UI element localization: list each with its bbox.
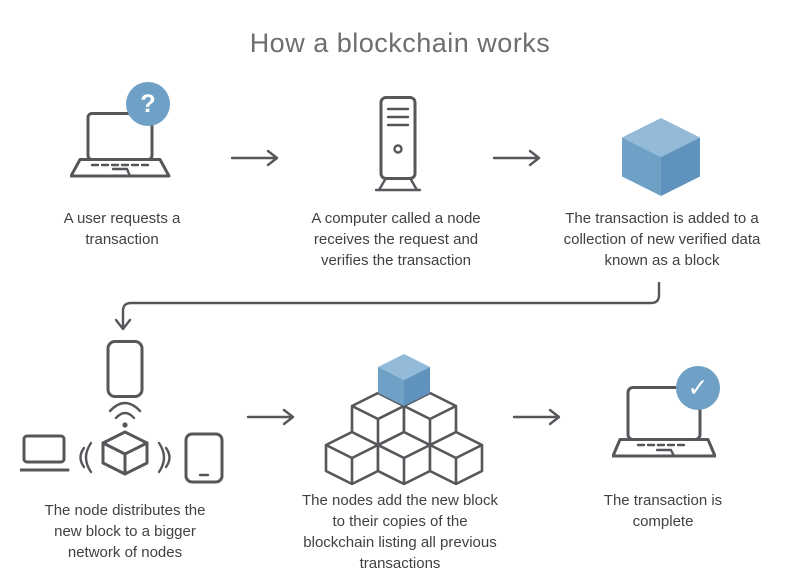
laptop-check-icon: [612, 386, 716, 458]
step-caption-4: The node distributes the new block to a …: [44, 502, 206, 561]
laptop-question-icon: [70, 112, 171, 178]
arrow-right-icon: [246, 408, 295, 426]
block-cube-icon: [622, 118, 700, 196]
arrow-right-icon: [492, 149, 541, 167]
network-devices-icon: [20, 340, 224, 484]
step-caption-2: A computer called a node receives the re…: [311, 210, 481, 269]
step-caption-6: The transaction is complete: [603, 492, 723, 530]
check-mark: ✓: [687, 374, 709, 402]
blockchain-pyramid-icon: [324, 354, 484, 486]
arrow-right-icon: [512, 408, 561, 426]
server-node-icon: [374, 96, 422, 192]
arrow-right-icon: [230, 149, 279, 167]
question-mark: ?: [140, 89, 156, 118]
step-caption-3: The transaction is added to a collection…: [563, 210, 761, 269]
page-title: How a blockchain works: [249, 28, 551, 58]
question-badge: ?: [126, 82, 170, 126]
step-caption-1: A user requests a transaction: [63, 210, 181, 248]
step-caption-5: The nodes add the new block to their cop…: [302, 492, 498, 572]
flow-connector: [115, 282, 661, 331]
check-badge: ✓: [676, 366, 720, 410]
